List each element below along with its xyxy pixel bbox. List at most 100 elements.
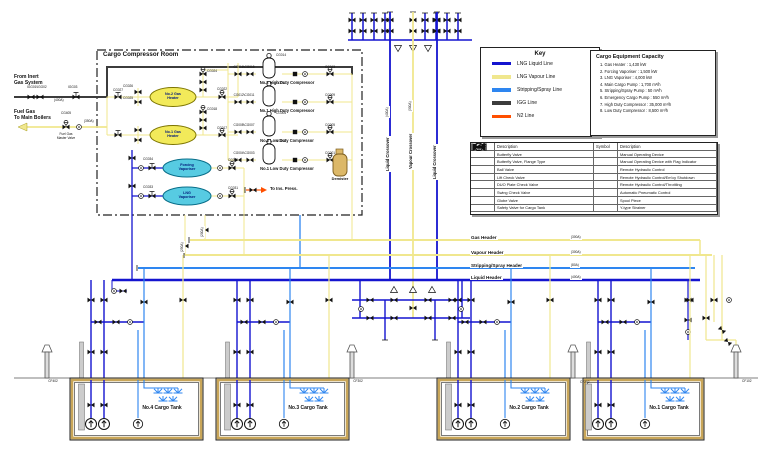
- tank4-internals: [78, 380, 183, 431]
- gas-heater-1-label-2: Heater: [167, 134, 179, 138]
- key-panel: Key LNG Liquid Line LNG Vapour Line Stri…: [480, 47, 600, 137]
- butterfly-valve-flange-icon: [471, 158, 495, 167]
- tag-cg017: CG017: [216, 126, 228, 130]
- tag-out-hd1: CG009: [324, 93, 336, 97]
- size-riser-b: (200A): [200, 226, 205, 238]
- key-item-lng-liquid: LNG Liquid Line: [481, 57, 599, 70]
- vent-cf302: CF302: [353, 379, 363, 383]
- tag-cg034: CG034: [142, 157, 154, 161]
- key-item-n2: N2 Line: [481, 110, 599, 123]
- tank3-internals: [224, 380, 329, 431]
- tank-4-name: No.4 Cargo Tank: [142, 405, 182, 411]
- lng-vaporiser: [162, 186, 212, 206]
- tag-cg027: CG027: [112, 88, 124, 92]
- demister-label: Demister: [331, 176, 349, 181]
- key-item-stripping: Stripping/Spray Line: [481, 83, 599, 96]
- hd-compressor-2-label: No.2 High Duty Compressor: [259, 80, 315, 85]
- symbol-desc: Globe Valve: [495, 196, 594, 205]
- tank-3-name: No.3 Cargo Tank: [288, 405, 328, 411]
- symbol-desc: Ball Valve: [495, 166, 594, 174]
- manifold: [348, 11, 472, 52]
- size-liquid-header: (400A): [570, 275, 582, 280]
- desc-col-header: Description: [618, 143, 717, 151]
- symbol-desc: Lift Check Valve: [495, 173, 594, 182]
- symbol-desc: Automatic Pneumatic Control: [618, 189, 717, 197]
- size-crossover-liquid: (400A): [385, 106, 390, 118]
- desc-col-header: Description: [495, 143, 594, 151]
- tank-2-shell: [436, 377, 571, 441]
- label-from-inert-1: From Inert: [14, 74, 39, 80]
- capacity-item: 5. Stripping/Spray Pump : 50 m³/h: [600, 88, 662, 94]
- tag-cg025: CG025: [122, 96, 134, 100]
- vapour-header-label: Vapour Header: [470, 249, 505, 255]
- gas-heater-2-label-1: No.2 Gas: [165, 91, 181, 96]
- tank-4-shell: [69, 377, 204, 441]
- vent-cf102: CF102: [742, 379, 752, 383]
- capacity-title: Cargo Equipment Capacity: [596, 54, 664, 60]
- symbol-desc: Safety Valve for Cargo Tank: [495, 204, 594, 213]
- capacity-panel: Cargo Equipment Capacity 1. Gas Heater :…: [590, 50, 716, 136]
- swing-check-valve-icon: [471, 189, 495, 197]
- size-crossover-vapour: (300A): [408, 100, 413, 112]
- liquid-crossover-left-label: Liquid Crossover: [385, 136, 391, 172]
- symbol-desc: Remote Hydraulic Control/Throttling: [618, 181, 717, 190]
- room-vapour-piping: [106, 63, 353, 255]
- size-gas-header: (300A): [570, 235, 582, 240]
- to-ins-press-label: To Ins. Press.: [270, 186, 298, 191]
- tank1-branch-piping: [586, 255, 694, 379]
- fuel-gas-line: [17, 120, 107, 132]
- key-item-igg: IGG Line: [481, 97, 599, 110]
- gas-heater-2: [149, 87, 197, 107]
- symbol-desc: Spool Piece: [618, 196, 717, 205]
- tag-out-ld2: CG005: [324, 123, 336, 127]
- tank2-branch-piping: [446, 255, 554, 379]
- demister-vessel: [332, 148, 348, 177]
- size-riser-a: (250A): [180, 241, 185, 253]
- tag-pair-hd2: CG016\CG015: [233, 65, 255, 69]
- tag-top-ld1: CG002: [276, 139, 287, 143]
- hd-compressor-1-label: No.1 High Duty Compressor: [259, 108, 315, 113]
- headers-lines: [111, 237, 712, 294]
- manual-operating-flag-icon: [594, 158, 618, 167]
- symbol-desc: Manual Operating Device: [618, 150, 717, 159]
- label-fuel-master-1: Fuel Gas: [59, 132, 73, 136]
- tag-cg022: CG022: [216, 87, 228, 91]
- stripping-swatch: [492, 88, 511, 92]
- key-title: Key: [534, 51, 546, 57]
- igg-swatch: [492, 101, 511, 105]
- stripping-header-label: Stripping/Spray Header: [470, 262, 524, 268]
- lng-vaporiser-label-2: Vaporiser: [178, 195, 196, 199]
- ld-compressor-2-label: No.2 Low Duty Compressor: [260, 138, 314, 143]
- size-vapour-header: (300A): [570, 250, 582, 255]
- tag-pair-ld2: CG008\CG007: [233, 123, 255, 127]
- tank-1-name: No.1 Cargo Tank: [649, 405, 689, 411]
- tag-top-hd2: CG014: [276, 53, 287, 57]
- size-fuel: (350A): [84, 119, 94, 123]
- compressor-room-boundary: [96, 49, 363, 216]
- symbol-desc: Manual Operating Device with Flag Indica…: [618, 158, 717, 167]
- tag-cg031: CG031: [227, 186, 239, 190]
- lng-vapour-swatch: [492, 74, 511, 79]
- gas-header-label: Gas Header: [470, 234, 498, 240]
- capacity-item: 7. High Duty Compressor : 35,000 m³/h: [600, 101, 672, 107]
- liquid-header-label: Liquid Header: [470, 274, 503, 280]
- tank-2-name: No.2 Cargo Tank: [509, 405, 549, 411]
- tag-top-hd1: CG010: [276, 81, 287, 85]
- remote-hydraulic-control-icon: [594, 166, 618, 174]
- liquid-crossover-right-label: Liquid Crossover: [432, 144, 438, 180]
- label-fuel-master-2: Master Valve: [56, 136, 76, 140]
- forcing-vaporiser: [162, 158, 212, 178]
- safety-valve-icon: [471, 205, 495, 213]
- remote-hydraulic-throttling-icon: [594, 181, 618, 190]
- capacity-item: 1. Gas Heater : 1,430 kW: [600, 62, 647, 67]
- remote-hydraulic-esd-icon: [594, 174, 618, 182]
- tag-igg-single: IGG03: [68, 85, 78, 89]
- starboard-vapour-piping: [684, 255, 737, 347]
- manual-operating-device-icon: [594, 151, 618, 159]
- tank1-internals: [585, 380, 690, 431]
- tag-top-ld2: CG006: [276, 111, 287, 115]
- lng-liquid-swatch: [492, 61, 511, 66]
- symbol-desc: Butterfly Valve: [495, 150, 594, 159]
- tank-3-shell: [215, 377, 350, 441]
